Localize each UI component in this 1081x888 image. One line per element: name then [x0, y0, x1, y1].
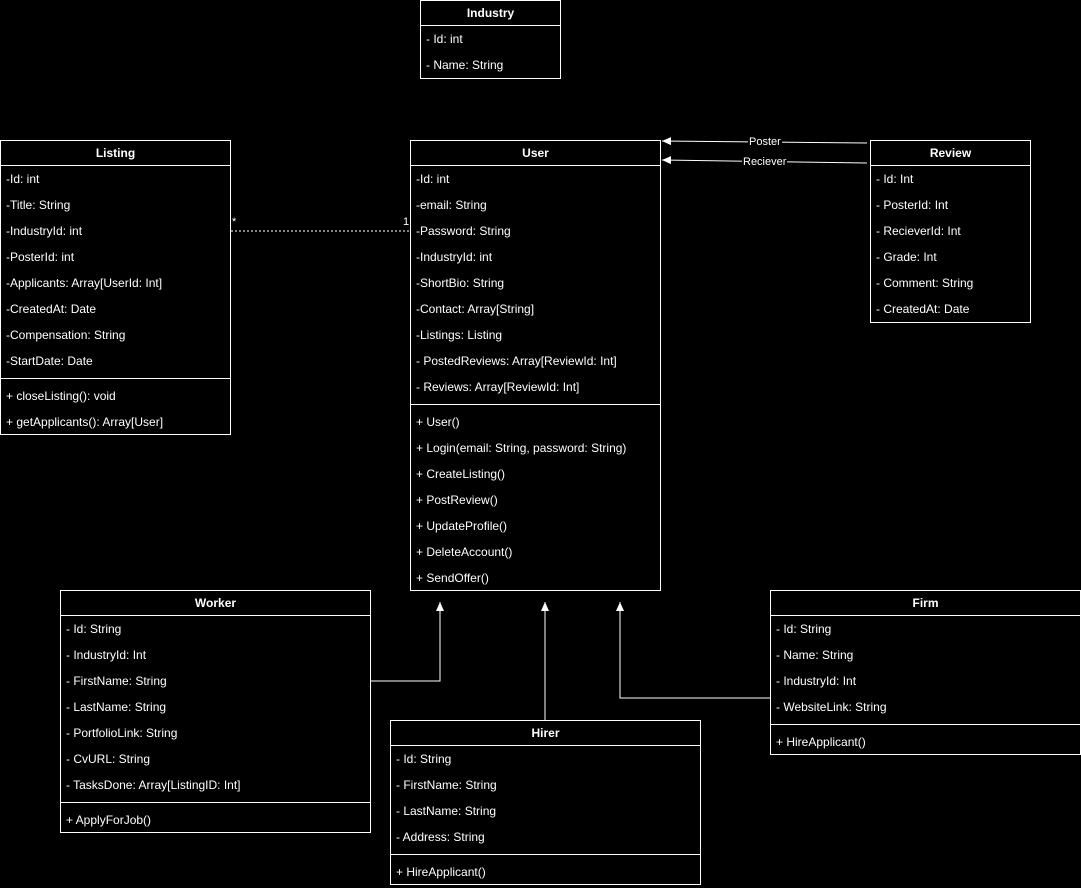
method-row: + PostReview() [416, 493, 498, 507]
attribute-list: - Id: String - IndustryId: Int - FirstName… [61, 616, 370, 798]
attribute-row: - LastName: String [66, 700, 167, 714]
method-row: + User() [416, 415, 460, 429]
attribute-list: -Id: int -email: String -Password: String -… [411, 166, 660, 400]
method-list: + closeListing(): void + getApplicants():… [1, 378, 230, 435]
attribute-row: -Listings: Listing [416, 328, 503, 342]
attribute-row: - Id: String [396, 752, 452, 766]
attribute-row: - Grade: Int [876, 250, 937, 264]
attribute-row: - PosterId: Int [876, 198, 949, 212]
reciever-label: Reciever [742, 156, 788, 168]
attribute-row: - CvURL: String [66, 752, 151, 766]
attribute-row: - RecieverId: Int [876, 224, 961, 238]
method-list: + ApplyForJob() [61, 802, 370, 833]
attribute-row: -Id: int [416, 172, 450, 186]
class-name: User [411, 141, 660, 166]
class-listing[interactable]: Listing -Id: int -Title: String -IndustryId… [0, 140, 231, 435]
class-industry[interactable]: Industry - Id: int - Name: String [420, 0, 561, 79]
attribute-row: - WebsiteLink: String [776, 700, 887, 714]
class-hirer[interactable]: Hirer - Id: String - FirstName: String - La… [390, 720, 701, 885]
method-row: + HireApplicant() [396, 865, 486, 879]
class-worker[interactable]: Worker - Id: String - IndustryId: Int - Fir… [60, 590, 371, 833]
method-list: + User() + Login(email: String, password:… [411, 404, 660, 591]
method-row: + HireApplicant() [776, 735, 866, 749]
attribute-row: - Address: String [396, 830, 485, 844]
class-name: Hirer [391, 721, 700, 746]
method-row: + getApplicants(): Array[User] [6, 415, 164, 429]
class-name: Firm [771, 591, 1080, 616]
attribute-list: - Id: String - Name: String - IndustryId: … [771, 616, 1080, 720]
attribute-row: - Id: String [776, 622, 832, 636]
attribute-row: - LastName: String [396, 804, 497, 818]
attribute-row: -Compensation: String [6, 328, 126, 342]
attribute-row: -IndustryId: int [6, 224, 83, 238]
attribute-row: - Name: String [776, 648, 854, 662]
method-list: + HireApplicant() [391, 854, 700, 885]
class-name: Worker [61, 591, 370, 616]
class-name: Listing [1, 141, 230, 166]
method-row: + SendOffer() [416, 571, 489, 585]
class-firm[interactable]: Firm - Id: String - Name: String - Industry… [770, 590, 1081, 755]
attribute-list: -Id: int -Title: String -IndustryId: int -P… [1, 166, 230, 374]
attribute-list: - Id: Int - PosterId: Int - RecieverId: In… [871, 166, 1030, 322]
attribute-row: -Title: String [6, 198, 71, 212]
method-row: + closeListing(): void [6, 389, 116, 403]
attribute-row: - FirstName: String [66, 674, 167, 688]
attribute-row: - IndustryId: Int [66, 648, 147, 662]
class-review[interactable]: Review - Id: Int - PosterId: Int - Reciever… [870, 140, 1031, 323]
attribute-list: - Id: int - Name: String [421, 26, 560, 78]
attribute-row: - PortfolioLink: String [66, 726, 178, 740]
attribute-row: -Password: String [416, 224, 511, 238]
firm-inheritance [616, 602, 770, 699]
listing-multiplicity: * [232, 216, 237, 228]
attribute-list: - Id: String - FirstName: String - LastNam… [391, 746, 700, 850]
attribute-row: -StartDate: Date [6, 354, 93, 368]
method-row: + ApplyForJob() [66, 813, 152, 827]
attribute-row: - Id: Int [876, 172, 914, 186]
poster-label: Poster [748, 136, 782, 148]
attribute-row: -Contact: Array[String] [416, 302, 535, 316]
attribute-row: -PosterId: int [6, 250, 75, 264]
worker-inheritance [371, 602, 444, 682]
attribute-row: -ShortBio: String [416, 276, 505, 290]
method-row: + UpdateProfile() [416, 519, 508, 533]
attribute-row: -Id: int [6, 172, 40, 186]
class-name: Review [871, 141, 1030, 166]
attribute-row: - Reviews: Array[ReviewId: Int] [416, 380, 580, 394]
attribute-row: - Id: String [66, 622, 122, 636]
class-name: Industry [421, 1, 560, 26]
method-list: + HireApplicant() [771, 724, 1080, 755]
attribute-row: - IndustryId: Int [776, 674, 857, 688]
attribute-row: -email: String [416, 198, 487, 212]
method-row: + DeleteAccount() [416, 545, 513, 559]
method-row: + Login(email: String, password: String) [416, 441, 627, 455]
attribute-row: - Id: int [426, 32, 463, 46]
class-user[interactable]: User -Id: int -email: String -Password: Str… [410, 140, 661, 591]
user-multiplicity: 1 [403, 216, 410, 228]
attribute-row: -IndustryId: int [416, 250, 493, 264]
attribute-row: - CreatedAt: Date [876, 302, 970, 316]
attribute-row: - Name: String [426, 58, 504, 72]
attribute-row: - Comment: String [876, 276, 974, 290]
attribute-row: -CreatedAt: Date [6, 302, 97, 316]
method-row: + CreateListing() [416, 467, 506, 481]
attribute-row: - PostedReviews: Array[ReviewId: Int] [416, 354, 617, 368]
attribute-row: -Applicants: Array[UserId: Int] [6, 276, 163, 290]
attribute-row: - FirstName: String [396, 778, 497, 792]
attribute-row: - TasksDone: Array[ListingID: Int] [66, 778, 241, 792]
